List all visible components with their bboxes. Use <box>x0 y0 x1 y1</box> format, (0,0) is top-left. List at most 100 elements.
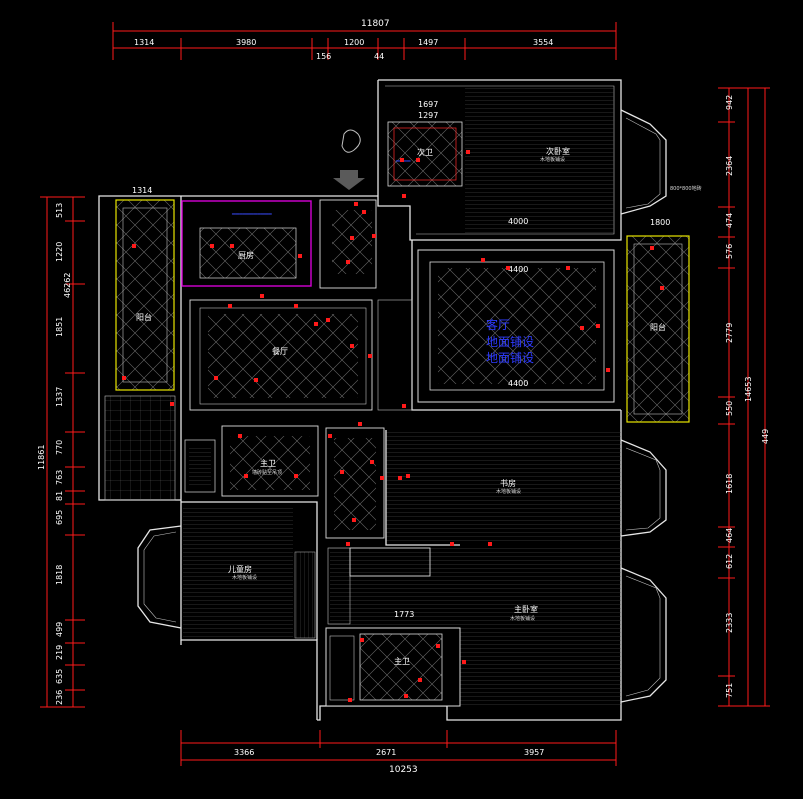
study-label: 书房 <box>500 478 516 488</box>
dimension-marker <box>340 470 344 474</box>
kitchen-label: 厨房 <box>238 250 254 260</box>
left-balcony-label: 阳台 <box>136 312 152 322</box>
dimension-marker <box>122 376 126 380</box>
dimension-marker <box>596 324 600 328</box>
dimension-marker <box>360 638 364 642</box>
right-dimension-chain: 942 2364 474 576 2779 550 1618 464 612 2… <box>718 87 770 707</box>
right-bay-window-upper: 800*800地砖 <box>620 109 702 215</box>
dimension-marker <box>404 694 408 698</box>
bottom-dimension-chain: 3366 2671 3957 10253 <box>180 730 617 775</box>
left-seg-5: 770 <box>55 440 64 455</box>
dimension-marker <box>294 474 298 478</box>
top-seg-7: 3554 <box>533 38 553 47</box>
dimension-marker <box>328 434 332 438</box>
bath-top-dim: 1697 <box>418 100 438 109</box>
dimension-marker <box>352 518 356 522</box>
dimension-marker <box>170 402 174 406</box>
guest-bath: 主卫 1773 <box>325 610 461 707</box>
dimension-marker <box>660 286 664 290</box>
bottom-seg-3: 3957 <box>524 748 544 757</box>
dimension-marker <box>132 244 136 248</box>
dimension-marker <box>260 294 264 298</box>
dimension-marker <box>210 244 214 248</box>
left-seg-9: 1818 <box>55 565 64 585</box>
living-blue-1: 客厅 <box>486 317 510 332</box>
dimension-marker <box>350 236 354 240</box>
north-compass-icon <box>341 129 361 153</box>
dimension-marker <box>228 304 232 308</box>
right-total-dim: 14653 <box>744 377 753 402</box>
guest-bath-top-dim: 1773 <box>394 610 414 619</box>
top-dimension-chain: 11807 1314 3980 156 1200 44 1497 3554 <box>112 19 617 61</box>
dining-room: 餐厅 <box>189 299 413 411</box>
top-seg-1: 1314 <box>134 38 154 47</box>
kids-room-label: 儿童房 <box>228 564 252 574</box>
living-bottom-dim: 4400 <box>508 379 528 388</box>
right-seg-9: 612 <box>725 554 734 569</box>
left-seg-1: 513 <box>55 203 64 218</box>
left-seg-10: 499 <box>55 622 64 637</box>
top-seg-4: 1200 <box>344 38 364 47</box>
left-dimension-chain: 11861 46262 513 1220 1851 1337 770 763 8… <box>37 196 85 708</box>
dimension-marker <box>358 422 362 426</box>
dimension-marker <box>606 368 610 372</box>
main-bath-label: 主卫 <box>260 458 276 468</box>
right-balcony: 阳台 1800 <box>626 218 690 423</box>
left-secondary-dim: 46262 <box>63 273 72 298</box>
hall-storage <box>319 129 377 289</box>
living-room: 客厅 地面铺设 地面铺设 4400 4400 <box>417 249 615 403</box>
dimension-marker <box>566 266 570 270</box>
dimension-marker <box>346 542 350 546</box>
dimension-marker <box>214 376 218 380</box>
bottom-seg-1: 3366 <box>234 748 254 757</box>
dimension-marker <box>406 474 410 478</box>
main-bath-note: 墙砖贴至吊顶 <box>252 469 282 476</box>
svg-text:━━━━━━━━━━━: ━━━━━━━━━━━ <box>231 211 272 218</box>
dimension-marker <box>346 260 350 264</box>
master-bedroom-note: 木地板铺设 <box>510 615 535 622</box>
dimension-marker <box>650 246 654 250</box>
dimension-marker <box>254 378 258 382</box>
right-seg-6: 550 <box>725 401 734 416</box>
right-seg-2: 2364 <box>725 156 734 176</box>
dimension-marker <box>488 542 492 546</box>
master-bedroom-label: 主卧室 <box>514 604 538 614</box>
dimension-marker <box>450 542 454 546</box>
dimension-marker <box>436 644 440 648</box>
right-seg-8: 464 <box>725 528 734 543</box>
dimension-marker <box>238 434 242 438</box>
dimension-marker <box>314 322 318 326</box>
second-bath-label: 次卫 <box>417 147 433 157</box>
right-seg-10: 2333 <box>725 613 734 633</box>
living-blue-3: 地面铺设 <box>486 351 534 365</box>
left-seg-3: 1851 <box>55 317 64 337</box>
dimension-marker <box>402 404 406 408</box>
right-seg-4: 576 <box>725 244 734 259</box>
right-balcony-label: 阳台 <box>650 322 666 332</box>
bottom-total-dim: 10253 <box>389 765 418 775</box>
dimension-marker <box>362 210 366 214</box>
entry-arrow-icon <box>333 170 365 190</box>
dimension-marker <box>298 254 302 258</box>
right-balcony-dim: 1800 <box>650 218 670 227</box>
top-seg-3: 156 <box>316 52 331 61</box>
dimension-marker <box>372 234 376 238</box>
secondary-bedroom-label: 次卧室 <box>546 146 570 156</box>
dimension-marker <box>400 158 404 162</box>
dimension-marker <box>481 258 485 262</box>
dimension-marker <box>580 326 584 330</box>
study: 书房 木地板铺设 <box>385 430 667 546</box>
left-seg-12: 635 <box>55 669 64 684</box>
secondary-width-dim: 4000 <box>508 217 528 226</box>
right-seg-5: 2779 <box>725 323 734 343</box>
dimension-marker <box>244 474 248 478</box>
main-bath: 主卫 墙砖贴至吊顶 <box>184 425 385 539</box>
right-extra-dim: 449 <box>761 429 770 444</box>
bay-window-note: 800*800地砖 <box>670 185 702 192</box>
left-balcony: 阳台 1314 <box>104 186 176 501</box>
left-balcony-dim: 1314 <box>132 186 152 195</box>
dimension-marker <box>380 476 384 480</box>
dimension-marker <box>398 476 402 480</box>
dimension-marker <box>350 344 354 348</box>
